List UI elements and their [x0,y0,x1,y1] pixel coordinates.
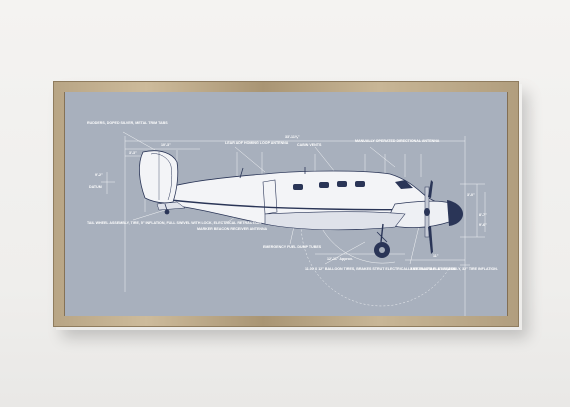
callout-anti-glare: ANTI-GLARE FLAT BLACK [410,267,456,271]
callout-fuel-dump: EMERGENCY FUEL DUMP TUBES [263,245,322,249]
callout-loop-antenna: LEAR ADF HOMING LOOP ANTENNA [225,141,289,145]
wing [264,211,406,231]
airplane-blueprint: RUDDERS, DOPED SILVER, METAL TRIM TABS L… [87,121,498,316]
callout-main-gear: 11.00 X 12" BALLOON TIRES, BRAKES STRUT … [305,267,498,271]
dim-nose-right-2: 9'-6" [479,223,487,227]
dim-height-left: 9'-2" [95,173,103,177]
dim-gear-span: 12'-11" Approx. [327,257,353,261]
dim-overall-length: 33'-11⅝" [285,135,300,139]
dim-nose-height: 3'-0" [467,193,475,197]
callout-datum: DATUM [89,185,102,189]
tail [139,150,186,211]
dim-tail-rear: 3'-3" [129,151,137,155]
dim-nose-right-1: 8'-7" [479,213,487,217]
callout-cabin-vents: CABIN VENTS [297,143,322,147]
callout-directional-antenna: MANUALLY OPERATED DIRECTIONAL ANTENNA [355,139,440,143]
main-landing-gear [374,223,390,258]
callout-marker-antenna: MARKER BEACON RECEIVER ANTENNA [197,227,268,231]
dim-gear-width: 11" [433,254,439,258]
engine-nacelle [384,180,463,254]
dim-tail-width: 10'-3" [161,143,171,147]
callout-tail-wheel: TAIL WHEEL ASSEMBLY, TIRE, 5" INFLATION,… [87,221,262,225]
callout-rudders: RUDDERS, DOPED SILVER, METAL TRIM TABS [87,121,168,125]
tail-wheel [164,203,170,215]
